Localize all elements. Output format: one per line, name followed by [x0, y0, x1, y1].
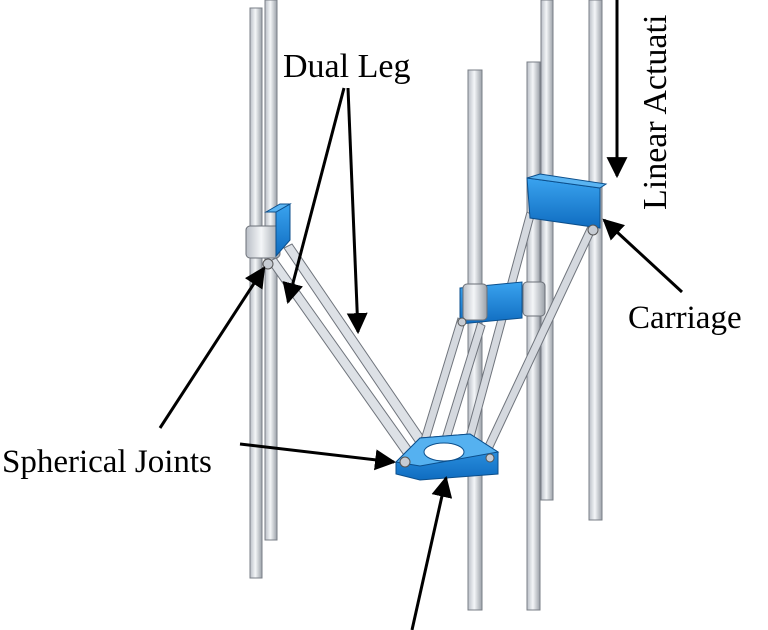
leg-rod	[418, 317, 466, 451]
spherical-joint	[587, 224, 599, 236]
end-effector	[394, 433, 500, 481]
spherical-joint	[485, 453, 495, 463]
rail	[249, 7, 263, 579]
annotation-arrows	[158, 0, 684, 630]
carriage-left	[245, 203, 292, 270]
spherical-joint	[399, 456, 411, 468]
arrow-dual-leg-1	[282, 87, 346, 305]
leg-rod	[267, 257, 415, 459]
arrow-spherical-joint-2	[239, 442, 397, 471]
label-dual-leg: Dual Leg	[283, 48, 410, 85]
arrow-dual-leg-2	[346, 87, 368, 335]
rail	[540, 0, 554, 501]
label-carriage: Carriage	[628, 300, 742, 336]
spherical-joint	[262, 258, 274, 270]
carriage-block-top	[264, 203, 292, 213]
carriage-collar	[245, 225, 281, 259]
end-effector-hole	[423, 442, 465, 462]
carriage-collar	[462, 283, 488, 321]
carriage-block-top	[526, 173, 608, 189]
legs	[267, 211, 598, 459]
spherical-joint	[457, 317, 467, 327]
label-linear-actuation: Linear Actuati	[637, 15, 674, 210]
arrow-carriage	[602, 218, 684, 294]
label-spherical-joints: Spherical Joints	[2, 444, 212, 480]
carriage-right	[526, 173, 608, 236]
rail	[588, 0, 603, 521]
carriage-center	[457, 281, 546, 327]
arrow-spherical-joint-1	[158, 266, 266, 429]
arrow-end-effector	[410, 475, 453, 630]
carriage-collar	[522, 281, 546, 317]
